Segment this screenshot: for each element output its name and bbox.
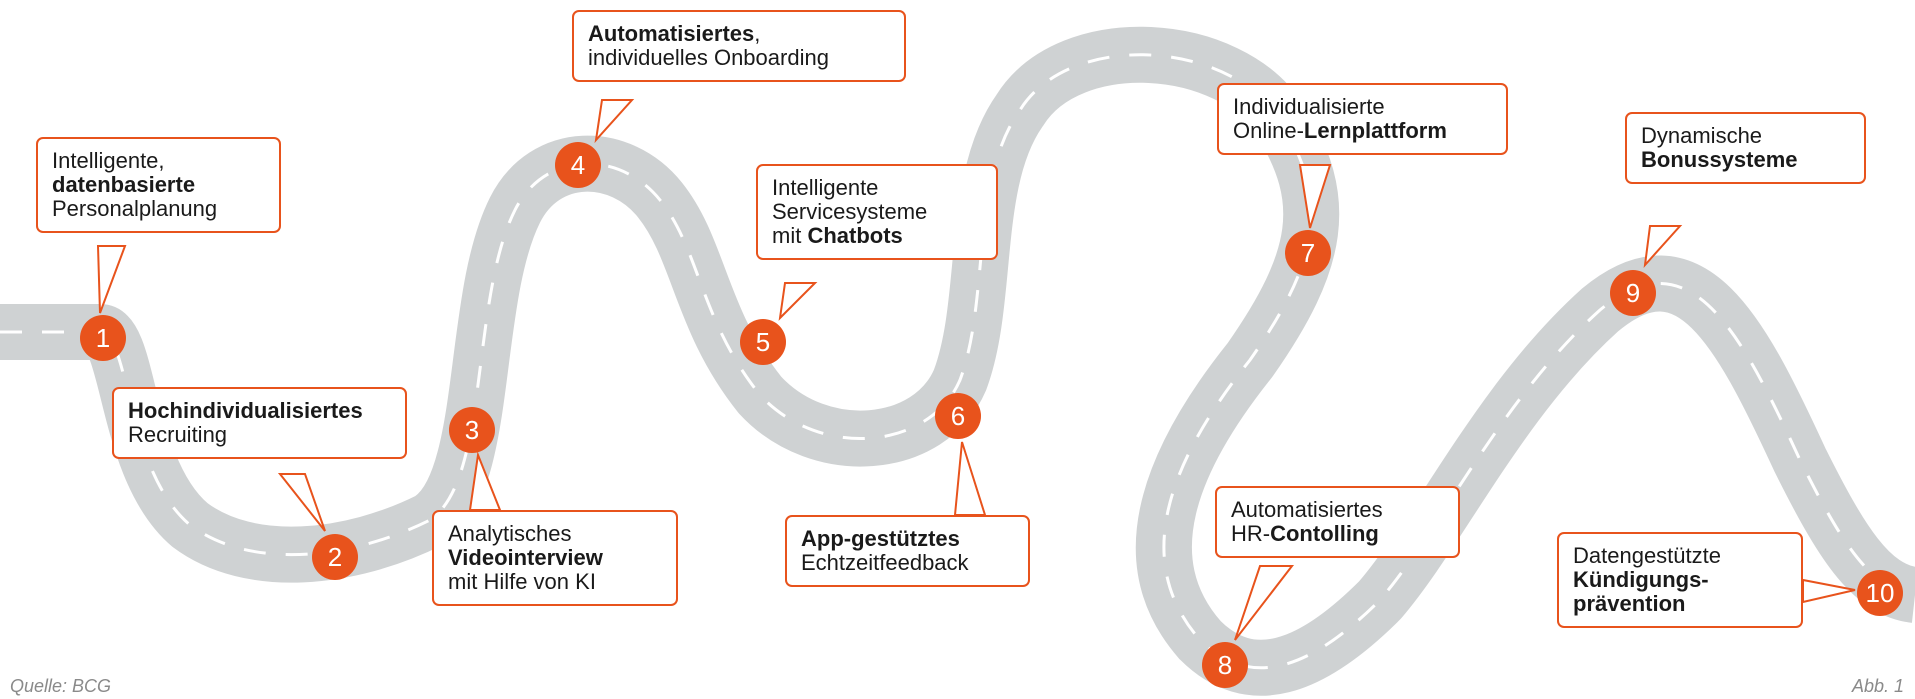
callout-text: Automatisiertes xyxy=(1231,497,1383,522)
callout-pointer-9 xyxy=(1643,225,1683,269)
callout-line: Intelligente, xyxy=(52,149,265,173)
road-center-line xyxy=(0,53,1915,670)
callout-bold-text: datenbasierte xyxy=(52,172,196,197)
callout-text: Analytisches xyxy=(448,521,572,546)
callout-bold-text: Bonussysteme xyxy=(1641,147,1798,172)
callout-bold-text: Lernplattform xyxy=(1303,118,1447,143)
callout-line: Recruiting xyxy=(128,423,391,447)
step-marker-1: 1 xyxy=(80,315,126,361)
callout-text: Individualisierte xyxy=(1233,94,1385,119)
step-marker-9: 9 xyxy=(1610,270,1656,316)
callout-pointer-4 xyxy=(594,99,635,144)
callout-line: Hochindividualisiertes xyxy=(128,399,391,423)
step-marker-4: 4 xyxy=(555,142,601,188)
callout-line: Online-Lernplattform xyxy=(1233,119,1492,143)
callout-pointers xyxy=(96,99,1856,641)
callout-text: Intelligente, xyxy=(52,148,165,173)
step-marker-8: 8 xyxy=(1202,642,1248,688)
callout-line: Individualisierte xyxy=(1233,95,1492,119)
callout-line: HR-Contolling xyxy=(1231,522,1444,546)
callout-line: Servicesysteme xyxy=(772,200,982,224)
callout-text: Servicesysteme xyxy=(772,199,928,224)
source-note: Quelle: BCG xyxy=(10,676,112,696)
callout-bold-text: Chatbots xyxy=(807,223,903,248)
callout-bold-text: App-gestütztes xyxy=(801,526,960,551)
step-marker-10: 10 xyxy=(1857,570,1903,616)
callout-pointer-5 xyxy=(778,282,818,321)
callout-line: Bonussysteme xyxy=(1641,148,1850,172)
callout-bold-text: prävention xyxy=(1573,591,1686,616)
callout-pointer-2 xyxy=(277,473,326,532)
callout-line: Videointerview xyxy=(448,546,662,570)
callout-text: HR- xyxy=(1231,521,1271,546)
callout-text: Recruiting xyxy=(128,422,228,447)
callout-line: mit Chatbots xyxy=(772,224,982,248)
callout-pointer-1 xyxy=(96,245,127,314)
callout-bold-text: Videointerview xyxy=(448,545,603,570)
callout-pointer-7 xyxy=(1298,164,1332,229)
callout-text: Dynamische xyxy=(1641,123,1763,148)
callout-text: mit Hilfe von KI xyxy=(448,569,596,594)
step-marker-5: 5 xyxy=(740,319,786,365)
figure-number: Abb. 1 xyxy=(1852,676,1905,696)
callout-text: Online- xyxy=(1233,118,1304,143)
callout-text: Intelligente xyxy=(772,175,879,200)
callout-line: Personalplanung xyxy=(52,197,265,221)
callout-step-4: Automatisiertes,individuelles Onboarding xyxy=(572,10,906,82)
callout-line: Echtzeitfeedback xyxy=(801,551,1014,575)
callout-line: App-gestütztes xyxy=(801,527,1014,551)
callout-line: datenbasierte xyxy=(52,173,265,197)
step-marker-2: 2 xyxy=(312,534,358,580)
callout-line: Kündigungs- xyxy=(1573,568,1787,592)
callout-line: Automatisiertes xyxy=(1231,498,1444,522)
callout-line: Analytisches xyxy=(448,522,662,546)
callout-pointer-10 xyxy=(1802,578,1856,604)
callout-line: Datengestützte xyxy=(1573,544,1787,568)
callout-bold-text: Automatisiertes xyxy=(588,21,755,46)
step-marker-7: 7 xyxy=(1285,230,1331,276)
callout-line: Dynamische xyxy=(1641,124,1850,148)
callout-pointer-8 xyxy=(1234,565,1295,641)
step-marker-6: 6 xyxy=(935,393,981,439)
callout-text: Personalplanung xyxy=(52,196,218,221)
callout-text: individuelles Onboarding xyxy=(588,45,829,70)
callout-text: , xyxy=(754,21,761,46)
callout-bold-text: Kündigungs- xyxy=(1573,567,1709,592)
callout-bold-text: Contolling xyxy=(1270,521,1379,546)
callout-line: mit Hilfe von KI xyxy=(448,570,662,594)
callout-text: mit xyxy=(772,223,808,248)
callout-text: Datengestützte xyxy=(1573,543,1721,568)
callout-line: individuelles Onboarding xyxy=(588,46,890,70)
callout-line: Automatisiertes, xyxy=(588,22,890,46)
callout-text: Echtzeitfeedback xyxy=(801,550,969,575)
step-marker-3: 3 xyxy=(449,407,495,453)
callout-line: Intelligente xyxy=(772,176,982,200)
callout-bold-text: Hochindividualisiertes xyxy=(128,398,363,423)
callout-pointer-6 xyxy=(953,441,987,516)
callout-line: prävention xyxy=(1573,592,1787,616)
